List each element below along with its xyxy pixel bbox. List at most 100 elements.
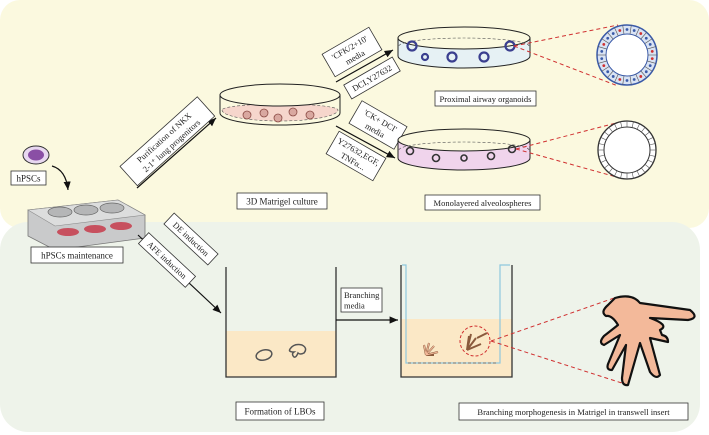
cell-nucleus: [611, 75, 615, 78]
cell-nucleus: [625, 79, 629, 82]
cell-nucleus: [602, 43, 606, 46]
formation-lbos-label-box: Formation of LBOs: [235, 401, 325, 421]
cell-divider: [641, 127, 646, 133]
cell-divider: [635, 27, 640, 37]
cell-divider: [635, 73, 640, 83]
cell-divider: [598, 46, 607, 50]
matrigel-3d-label-box: 3D Matrigel culture: [236, 192, 328, 210]
cell-nucleus: [639, 75, 643, 78]
cell-divider: [614, 73, 619, 83]
alveolar-arrow: [335, 125, 396, 159]
cell-divider: [604, 131, 610, 136]
cell-divider: [601, 66, 610, 72]
svg-text:media: media: [344, 301, 365, 311]
cell-nucleus: [644, 70, 648, 74]
branching-morphogenesis-label-box: Branching morphogenesis in Matrigel in t…: [458, 402, 689, 421]
cell-divider: [640, 70, 647, 78]
cell-divider: [629, 75, 632, 85]
svg-text:Branching morphogenesis in Mat: Branching morphogenesis in Matrigel in t…: [477, 407, 670, 417]
branching-media-label-box: Branching media: [340, 287, 383, 313]
cell-nucleus: [648, 43, 652, 46]
cell-divider: [598, 143, 605, 146]
cell-divider: [640, 32, 647, 40]
cell-nucleus: [600, 49, 604, 53]
cell-divider: [598, 154, 605, 157]
cell-divider: [631, 121, 634, 128]
cell-divider: [607, 32, 614, 40]
hpscs-label-box: hPSCs: [10, 170, 47, 186]
cell-nucleus: [644, 36, 648, 40]
cell-divider: [644, 38, 653, 44]
svg-text:Monolayered alveolospheres: Monolayered alveolospheres: [434, 198, 532, 208]
cell-divider: [644, 164, 650, 169]
cell-divider: [608, 167, 613, 173]
cell-divider: [620, 121, 623, 128]
purification-arrow: [136, 117, 217, 189]
matrigel-dish-icon: [219, 83, 341, 126]
cell-divider: [649, 143, 656, 146]
svg-text:Proximal airway organoids: Proximal airway organoids: [440, 94, 532, 104]
zoom-lines-alveolar: [515, 121, 621, 179]
cell-nucleus: [632, 78, 636, 81]
cell-nucleus: [632, 29, 636, 32]
cell-divider: [600, 137, 607, 141]
svg-text:3D Matrigel culture: 3D Matrigel culture: [246, 197, 317, 207]
cell-divider: [644, 66, 653, 72]
proximal-airway-label-box: Proximal airway organoids: [434, 90, 537, 107]
cell-nucleus: [600, 57, 604, 61]
cell-divider: [620, 172, 623, 179]
cell-divider: [647, 137, 654, 141]
cell-divider: [641, 167, 646, 173]
zoom-lines-airway: [513, 24, 619, 87]
cell-nucleus: [650, 57, 654, 61]
cell-divider: [644, 131, 650, 136]
cell-divider: [636, 170, 640, 177]
svg-text:hPSCs maintenance: hPSCs maintenance: [41, 251, 113, 261]
cell-divider: [647, 159, 654, 163]
hpscs-maintenance-label-box: hPSCs maintenance: [30, 246, 124, 264]
cell-divider: [614, 123, 618, 130]
airway-arrow: [335, 49, 394, 83]
alveolar-dish-icon: [397, 128, 531, 171]
cell-divider: [636, 123, 640, 130]
hpsc-cell-icon: [22, 145, 50, 165]
zoom-lines-branching: [490, 296, 629, 386]
airway-dish-icon: [397, 26, 531, 69]
cell-nucleus: [602, 64, 606, 67]
svg-text:Branching: Branching: [344, 290, 380, 300]
airway-organoid-detail-icon: [596, 24, 658, 86]
cell-nucleus: [648, 64, 652, 67]
cell-divider: [629, 25, 632, 35]
cell-divider: [649, 154, 656, 157]
cell-divider: [607, 70, 614, 78]
cell-divider: [601, 38, 610, 44]
cell-divider: [608, 127, 613, 133]
branching-organoid-detail-icon: [599, 295, 696, 387]
curved-arrow: [51, 165, 71, 191]
svg-text:Formation of LBOs: Formation of LBOs: [245, 407, 316, 417]
svg-text:hPSCs: hPSCs: [16, 174, 41, 184]
cell-nucleus: [606, 70, 610, 74]
lbo-beaker-icon: [225, 267, 337, 378]
cell-nucleus: [639, 32, 643, 35]
cell-divider: [631, 172, 634, 179]
transwell-insert-icon: [400, 264, 513, 378]
cell-nucleus: [611, 32, 615, 35]
cell-nucleus: [618, 29, 622, 32]
alveolospheres-label-box: Monolayered alveolospheres: [424, 194, 541, 211]
cell-divider: [614, 170, 618, 177]
cell-nucleus: [606, 36, 610, 40]
cell-divider: [647, 46, 656, 50]
cell-divider: [647, 60, 656, 64]
cell-nucleus: [625, 28, 629, 31]
cell-divider: [598, 60, 607, 64]
cell-divider: [604, 164, 610, 169]
cell-divider: [622, 75, 625, 85]
cell-divider: [622, 25, 625, 35]
cell-divider: [600, 159, 607, 163]
cell-nucleus: [650, 49, 654, 53]
alveolosphere-detail-icon: [597, 120, 657, 180]
cell-nucleus: [618, 78, 622, 81]
